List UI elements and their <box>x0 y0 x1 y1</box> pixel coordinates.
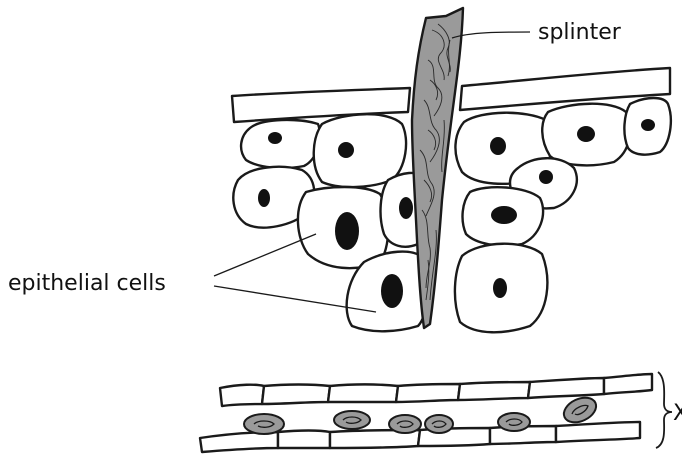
red-blood-cell <box>560 393 600 427</box>
vessel-wall-cell <box>528 378 604 398</box>
cell-nucleus <box>577 126 595 142</box>
epithelial-cells-right <box>455 98 671 332</box>
red-blood-cell <box>334 411 370 429</box>
epithelial-cells-label: epithelial cells <box>8 271 166 296</box>
cell-nucleus <box>641 119 655 131</box>
epithelial-cell <box>314 114 406 187</box>
cell-nucleus <box>338 142 354 158</box>
cell-nucleus <box>491 206 517 224</box>
epithelial-cell <box>241 120 320 168</box>
cell-nucleus <box>335 212 359 250</box>
red-blood-cell <box>389 415 421 433</box>
vessel-wall-cell <box>604 374 652 394</box>
vessel-wall-cell <box>200 432 278 452</box>
epithelial-cells-left <box>233 114 427 331</box>
cell-nucleus <box>268 132 282 144</box>
cell-nucleus <box>258 189 270 207</box>
cell-nucleus <box>493 278 507 298</box>
cell-nucleus <box>539 170 553 184</box>
epithelial-leader-line-upper <box>214 234 316 276</box>
red-blood-cell <box>244 414 284 434</box>
cell-nucleus <box>399 197 413 219</box>
vessel-wall-cell <box>396 384 460 402</box>
vessel-wall-cell <box>220 385 264 406</box>
blood-vessel <box>200 372 672 452</box>
vessel-bracket <box>656 372 672 448</box>
splinter-label: splinter <box>538 20 622 45</box>
vessel-wall-cell <box>328 385 398 403</box>
splinter-leader-line <box>452 32 530 38</box>
cell-nucleus <box>381 274 403 308</box>
red-blood-cell <box>498 413 530 431</box>
vessel-wall-cell <box>278 431 330 449</box>
vessel-wall-cell <box>262 385 330 405</box>
vessel-wall-cell <box>556 422 640 442</box>
cell-nucleus <box>490 137 506 155</box>
red-blood-cell <box>425 415 453 433</box>
vessel-wall-cell <box>458 382 530 400</box>
vessel-label: X <box>673 401 682 426</box>
